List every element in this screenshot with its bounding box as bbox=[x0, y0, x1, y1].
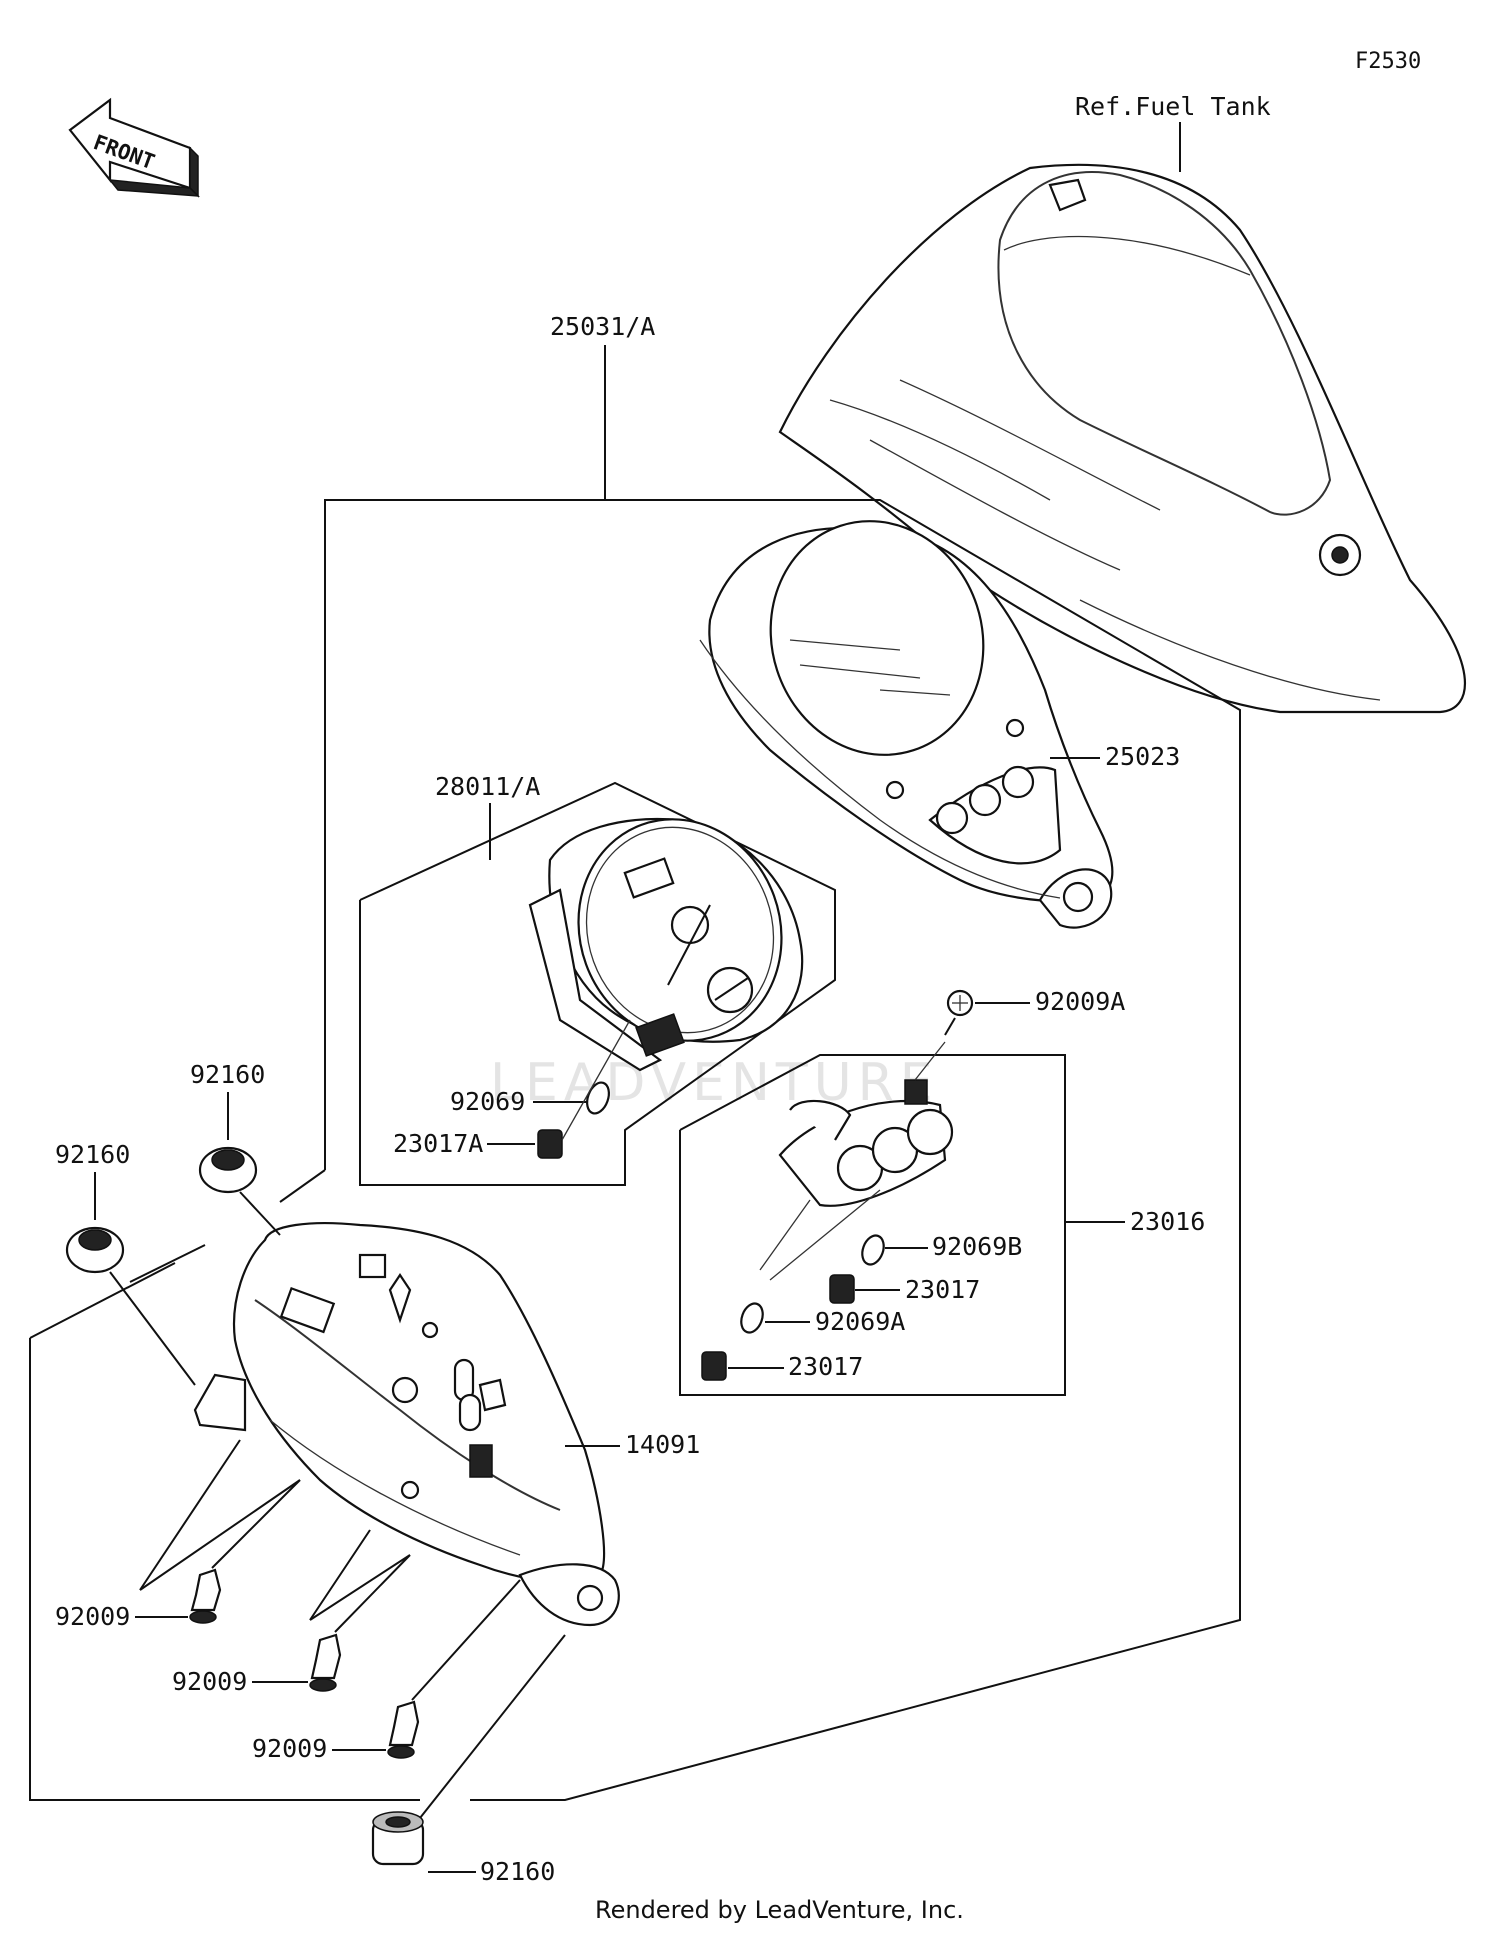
bulb-92069 bbox=[586, 1081, 610, 1115]
grommet-92160-top bbox=[198, 1146, 258, 1194]
label-92009-2: 92009 bbox=[172, 1667, 247, 1696]
label-23017-a: 23017 bbox=[905, 1275, 980, 1304]
screw-92009-1 bbox=[189, 1568, 222, 1624]
socket-23017-b bbox=[701, 1351, 727, 1381]
label-92069A: 92069A bbox=[815, 1307, 905, 1336]
socket-23017A bbox=[537, 1129, 563, 1159]
label-23017-b: 23017 bbox=[788, 1352, 863, 1381]
grommet-92160-left bbox=[65, 1226, 125, 1274]
label-23017A: 23017A bbox=[393, 1129, 483, 1158]
grommet-92160-bottom bbox=[371, 1811, 425, 1866]
meter-unit-28011A bbox=[528, 817, 804, 1072]
screw-92009-2 bbox=[309, 1633, 342, 1692]
bulb-92069B bbox=[861, 1234, 885, 1266]
label-23016: 23016 bbox=[1130, 1207, 1205, 1236]
label-92009-1: 92009 bbox=[55, 1602, 130, 1631]
front-arrow-icon: FRONT bbox=[68, 97, 200, 198]
socket-23017-a bbox=[829, 1274, 855, 1304]
label-92160-top: 92160 bbox=[190, 1060, 265, 1089]
meter-housing-14091 bbox=[193, 1222, 620, 1627]
indicator-board-23016 bbox=[778, 1079, 954, 1207]
label-92069B: 92069B bbox=[932, 1232, 1022, 1261]
footer-credit: Rendered by LeadVenture, Inc. bbox=[595, 1896, 964, 1924]
label-92009A: 92009A bbox=[1035, 987, 1125, 1016]
screw-92009-3 bbox=[387, 1700, 420, 1759]
label-92160-left: 92160 bbox=[55, 1140, 130, 1169]
bulb-92069A bbox=[740, 1302, 764, 1334]
label-28011A: 28011/A bbox=[435, 772, 540, 801]
label-92009-3: 92009 bbox=[252, 1734, 327, 1763]
figure-code: F2530 bbox=[1355, 49, 1421, 74]
label-ref-fuel-tank: Ref.Fuel Tank bbox=[1075, 92, 1271, 121]
label-25031A: 25031/A bbox=[550, 312, 655, 341]
label-92160-bottom: 92160 bbox=[480, 1857, 555, 1886]
label-25023: 25023 bbox=[1105, 742, 1180, 771]
label-14091: 14091 bbox=[625, 1430, 700, 1459]
meter-case-25023 bbox=[699, 520, 1114, 929]
label-92069: 92069 bbox=[450, 1087, 525, 1116]
